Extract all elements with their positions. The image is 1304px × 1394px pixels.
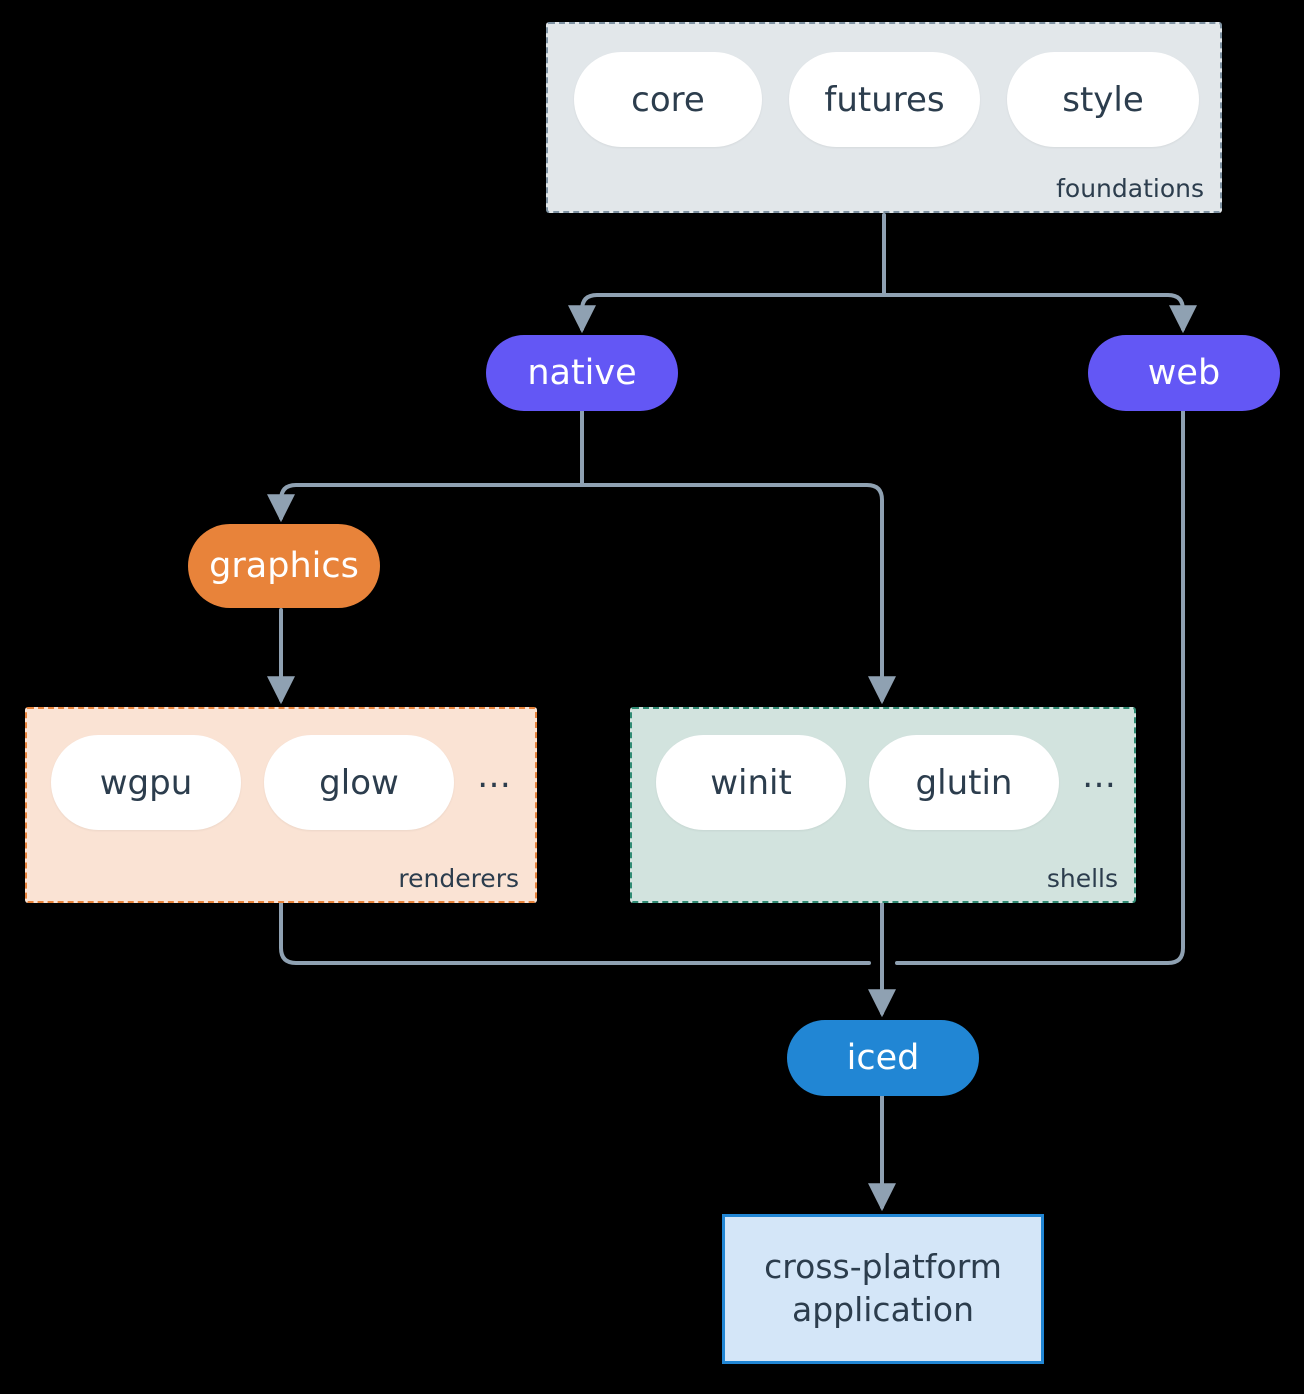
application-line-1: cross-platform	[764, 1247, 1002, 1287]
pill-winit[interactable]: winit	[656, 735, 846, 830]
pill-futures[interactable]: futures	[789, 52, 980, 147]
node-graphics[interactable]: graphics	[188, 524, 380, 608]
renderers-pill-row: wgpu glow …	[51, 735, 511, 830]
cluster-label-renderers: renderers	[398, 864, 519, 893]
node-iced[interactable]: iced	[787, 1020, 979, 1096]
node-web[interactable]: web	[1088, 335, 1280, 411]
shells-pill-row: winit glutin …	[656, 735, 1116, 830]
edge-foundations-to-web	[882, 293, 1197, 334]
node-cross-platform-application[interactable]: cross-platform application	[722, 1214, 1044, 1364]
edge-foundations-to-native	[568, 293, 886, 334]
edge-native-to-shells	[580, 483, 896, 705]
cluster-renderers[interactable]: wgpu glow … renderers	[25, 707, 537, 903]
pill-wgpu[interactable]: wgpu	[51, 735, 241, 830]
application-line-2: application	[791, 1290, 975, 1329]
foundations-pill-row: core futures style	[574, 52, 1199, 147]
cluster-foundations[interactable]: core futures style foundations	[546, 22, 1222, 213]
edge-native-to-graphics	[267, 483, 584, 523]
renderers-more-ellipsis: …	[477, 755, 511, 796]
pill-core[interactable]: core	[574, 52, 762, 147]
cluster-shells[interactable]: winit glutin … shells	[630, 707, 1136, 903]
cluster-label-foundations: foundations	[1056, 174, 1204, 203]
pill-glutin[interactable]: glutin	[869, 735, 1059, 830]
cluster-label-shells: shells	[1046, 864, 1118, 893]
pill-glow[interactable]: glow	[264, 735, 454, 830]
shells-more-ellipsis: …	[1082, 755, 1116, 796]
edge-renderers-to-iced	[279, 901, 871, 965]
pill-style[interactable]: style	[1007, 52, 1199, 147]
node-native[interactable]: native	[486, 335, 678, 411]
